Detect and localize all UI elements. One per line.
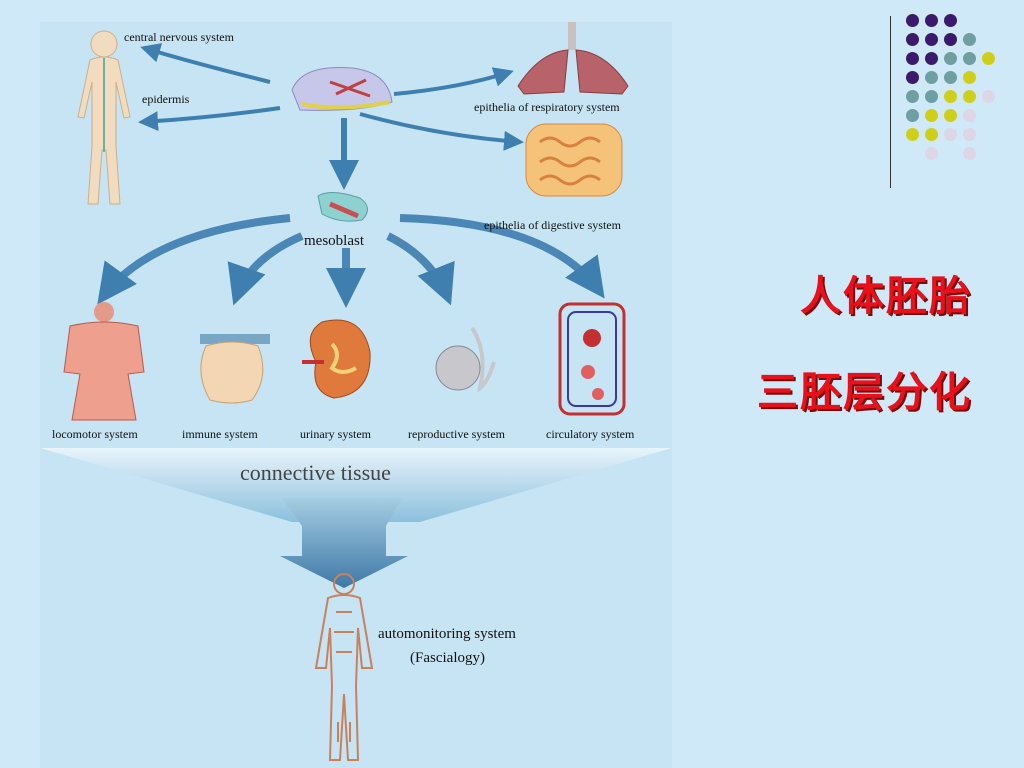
human-figure-illustration: [77, 30, 131, 205]
decorative-dot: [944, 14, 957, 27]
decorative-dot: [944, 109, 957, 122]
mesoblast-illustration: [317, 192, 368, 222]
label-fascialogy: (Fascialogy): [410, 650, 485, 666]
decorative-dot: [963, 109, 976, 122]
decorative-dot: [963, 90, 976, 103]
lungs-illustration: [517, 22, 629, 95]
decorative-dot: [906, 14, 919, 27]
decorative-dot: [944, 90, 957, 103]
arrow-to-locomotor: [97, 214, 291, 305]
label-epithelia-respiratory: epithelia of respiratory system: [474, 100, 620, 114]
arrow-to-reproductive: [386, 232, 455, 306]
label-epithelia-digestive: epithelia of digestive system: [484, 218, 621, 232]
label-connective-tissue: connective tissue: [240, 460, 391, 485]
label-reproductive-system: reproductive system: [408, 427, 505, 441]
label-epidermis: epidermis: [142, 92, 190, 106]
immune-organ-illustration: [200, 334, 270, 404]
title-line-2: 三胚层分化: [757, 368, 972, 416]
label-central-nervous-system: central nervous system: [124, 30, 234, 44]
decorative-dot: [925, 71, 938, 84]
decorative-dot-grid: [906, 14, 1016, 164]
label-locomotor-system: locomotor system: [52, 427, 138, 441]
decorative-dot: [925, 147, 938, 160]
arrow-to-immune: [227, 232, 304, 306]
label-mesoblast: mesoblast: [304, 233, 364, 249]
arrow-to-epidermis: [138, 106, 281, 132]
label-circulatory-system: circulatory system: [546, 427, 635, 441]
decorative-dot: [906, 33, 919, 46]
decorative-dot: [944, 71, 957, 84]
title-line-1: 人体胚胎: [800, 272, 972, 320]
decorative-dot: [982, 90, 995, 103]
kidney-illustration: [302, 319, 371, 399]
decorative-dot: [906, 90, 919, 103]
label-immune-system: immune system: [182, 427, 258, 441]
decorative-dot: [982, 52, 995, 65]
arrow-to-circulatory: [399, 214, 605, 299]
decorative-dot: [944, 52, 957, 65]
circulatory-system-illustration: [558, 302, 626, 416]
arrow-to-respiratory: [393, 67, 514, 96]
decorative-dot: [944, 33, 957, 46]
decorative-dot: [906, 128, 919, 141]
decorative-dot: [906, 109, 919, 122]
decorative-dot: [963, 147, 976, 160]
arrow-to-cns: [140, 43, 271, 84]
musculature-illustration: [63, 302, 145, 421]
decorative-dot: [925, 90, 938, 103]
connective-tissue-funnel: [40, 448, 672, 522]
decorative-dot: [925, 109, 938, 122]
decorative-dot: [925, 52, 938, 65]
decorative-dot: [925, 128, 938, 141]
ectoderm-embryo-illustration: [291, 66, 393, 111]
label-automonitoring-system: automonitoring system: [378, 626, 516, 642]
decorative-dot: [963, 128, 976, 141]
intestines-illustration: [525, 123, 623, 197]
diagram-graphics: [40, 22, 672, 761]
decorative-dot: [906, 52, 919, 65]
decorative-dot: [963, 71, 976, 84]
fascia-body-illustration: [314, 573, 374, 761]
embryo-differentiation-diagram: central nervous system epidermis epithel…: [40, 22, 672, 768]
arrow-to-digestive: [359, 112, 524, 151]
arrow-to-automonitoring: [280, 498, 408, 588]
decorative-dot: [963, 33, 976, 46]
decorative-dot: [906, 71, 919, 84]
decorative-dot: [925, 33, 938, 46]
decorative-divider-line: [890, 16, 891, 188]
decorative-dot: [963, 52, 976, 65]
decorative-dot: [944, 128, 957, 141]
decorative-dot: [925, 14, 938, 27]
label-urinary-system: urinary system: [300, 427, 371, 441]
reproductive-organ-illustration: [435, 326, 496, 393]
